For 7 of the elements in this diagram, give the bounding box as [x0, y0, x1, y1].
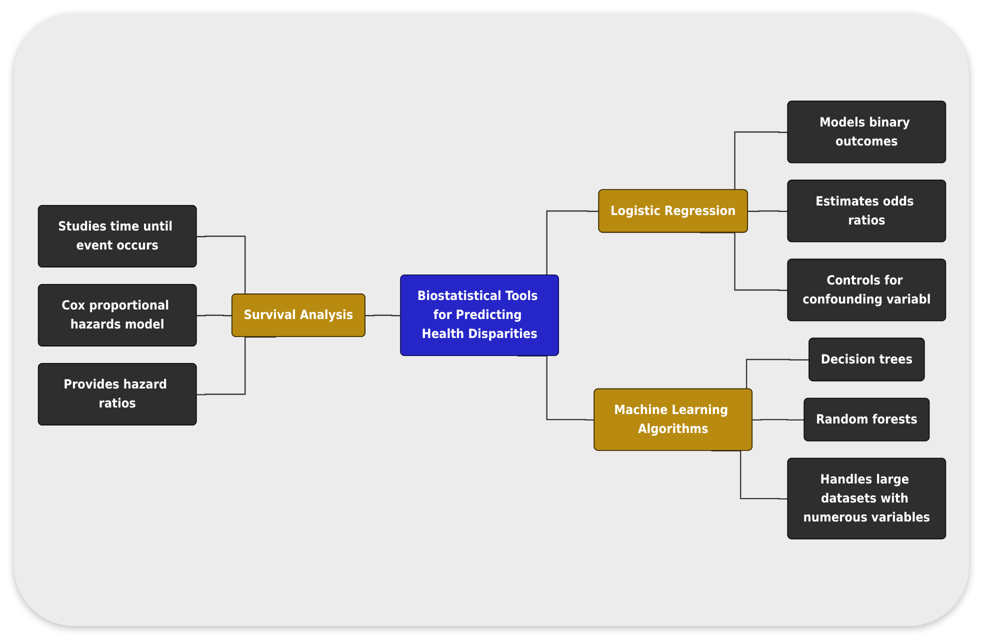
connector [710, 450, 788, 500]
connector [364, 314, 400, 316]
connector [747, 210, 788, 212]
connector [196, 336, 276, 396]
connector [699, 232, 788, 291]
connector [196, 314, 232, 316]
connector [752, 418, 804, 421]
